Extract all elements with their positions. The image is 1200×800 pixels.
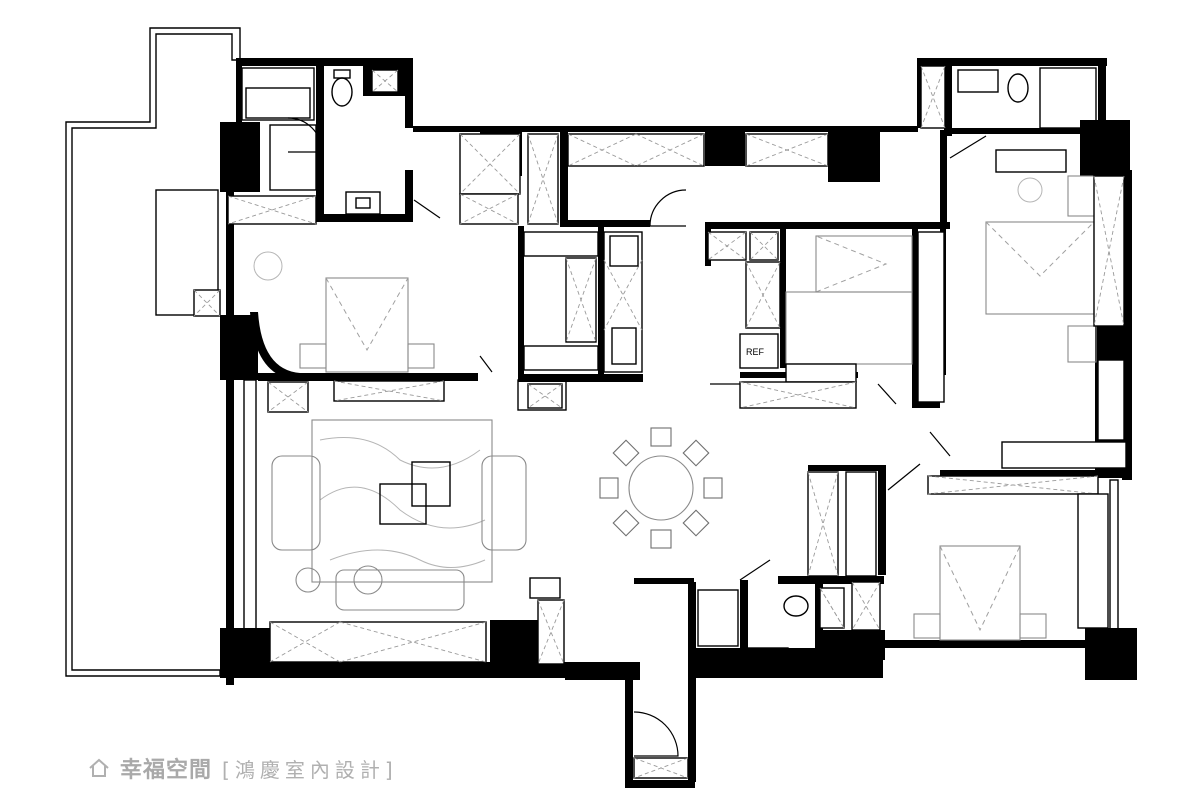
- bathtub: [241, 67, 315, 121]
- corridor-storage: [527, 133, 829, 227]
- chair: [612, 509, 640, 537]
- chair: [650, 427, 672, 447]
- refrigerator-label: REF: [746, 347, 765, 357]
- living-room: [267, 381, 527, 663]
- bed: [815, 235, 913, 293]
- bedroom-master: [929, 149, 1127, 469]
- chair: [682, 439, 710, 467]
- toilet-icon: [1007, 73, 1029, 103]
- rug: [311, 419, 493, 583]
- stove-icon: [609, 235, 639, 267]
- chair: [612, 439, 640, 467]
- coffee-table: [379, 483, 427, 525]
- bathroom-3: [697, 559, 845, 673]
- toilet-icon: [331, 77, 353, 107]
- armchair-right: [481, 455, 527, 551]
- sink-icon: [345, 191, 381, 215]
- armchair-left: [271, 455, 321, 551]
- bed: [985, 221, 1095, 315]
- chair: [682, 509, 710, 537]
- bedroom-3: [807, 463, 1109, 641]
- sink-icon: [747, 647, 789, 673]
- sofa: [335, 569, 465, 611]
- brand-name: 幸福空間: [120, 758, 213, 783]
- house-outline-icon: [89, 758, 109, 777]
- bed: [325, 277, 409, 373]
- kitchen: [523, 231, 643, 409]
- toilet-icon: [783, 595, 809, 617]
- refrigerator-icon: [739, 333, 779, 369]
- chair: [703, 477, 723, 499]
- bedroom-1: [193, 133, 521, 402]
- bed: [939, 545, 1021, 641]
- bathroom-2: [920, 65, 1097, 159]
- chair: [650, 529, 672, 549]
- chair: [599, 477, 619, 499]
- watermark: 幸福空間 [鴻慶室內設計]: [88, 752, 398, 784]
- dining-table: [599, 427, 723, 549]
- bathroom-1: [241, 67, 399, 215]
- round-table: [628, 455, 694, 521]
- bedroom-2: REF: [707, 231, 945, 409]
- sink-icon: [957, 69, 999, 93]
- balcony-terrace: [65, 27, 241, 677]
- kitchen-sink-icon: [611, 327, 637, 365]
- entry: [529, 577, 689, 779]
- studio-name: [鴻慶室內設計]: [222, 757, 398, 782]
